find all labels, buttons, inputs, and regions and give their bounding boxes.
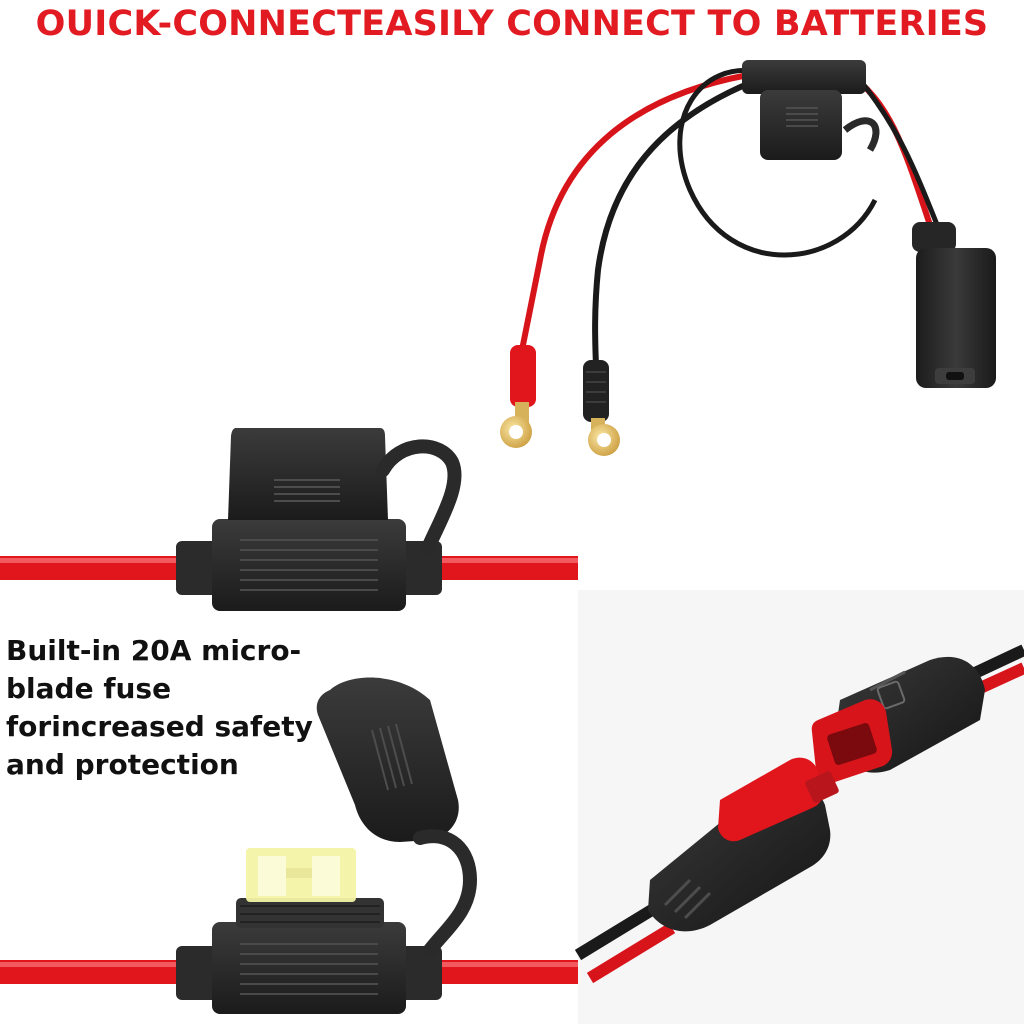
caption-line-3: forincreased safety xyxy=(6,710,313,743)
headline: OUICK-CONNECTEASILY CONNECT TO BATTERIES xyxy=(35,4,989,44)
fuse-caption: Built-in 20A micro- blade fuse forincrea… xyxy=(6,632,326,784)
caption-line-4: and protection xyxy=(6,748,239,781)
caption-line-1: Built-in 20A micro- xyxy=(6,634,302,667)
caption-line-2: blade fuse xyxy=(6,672,172,705)
